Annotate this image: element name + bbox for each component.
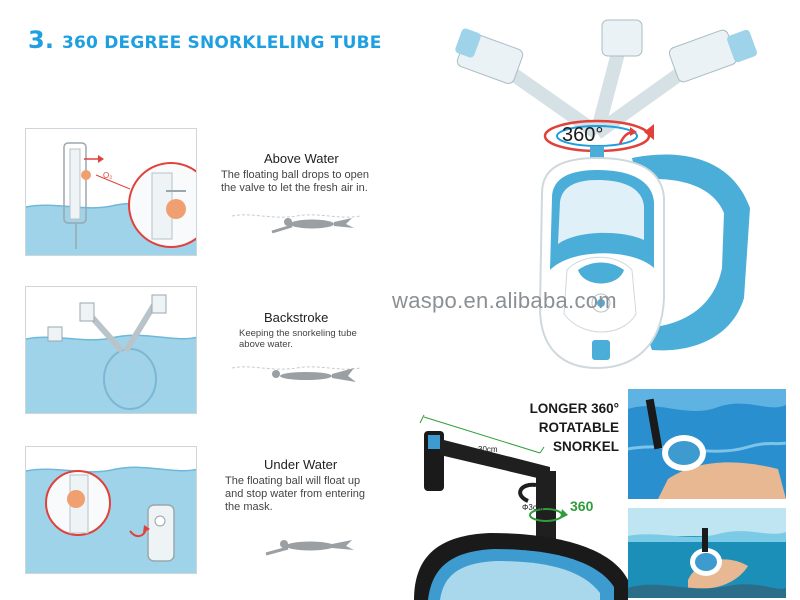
snorkel-feature-label: LONGER 360° ROTATABLE SNORKEL — [519, 399, 619, 456]
page-title: 3. 360 DEGREE SNORKLELING TUBE — [28, 26, 382, 54]
mode-under-water-title: Under Water — [264, 457, 338, 472]
mode-backstroke-desc-line2: above water. — [239, 339, 293, 350]
title-text: 360 DEGREE SNORKLELING TUBE — [62, 33, 382, 53]
underwater-snorkeler-photo — [628, 508, 786, 598]
watermark: waspo.en.alibaba.com — [392, 288, 617, 313]
mode-under-water-desc-line2: and stop water from entering — [225, 488, 366, 500]
mode-backstroke-title: Backstroke — [264, 310, 329, 325]
mode-backstroke-desc-line1: Keeping the snorkeling tube — [239, 328, 357, 339]
swimmer-icon — [232, 214, 360, 234]
snorkel-label-line3: SNORKEL — [552, 439, 619, 454]
mode-above-water-desc-line1: The floating ball drops to open — [221, 169, 369, 181]
underwater-swimmer-icon — [265, 540, 354, 556]
rotate-arrow-icon — [618, 127, 637, 145]
pool-swimmer-photo — [628, 389, 786, 499]
under-water-diagram — [25, 446, 197, 574]
length-dimension-label: 30cm — [478, 445, 498, 454]
backstroke-swimmer-icon — [232, 366, 360, 382]
snorkel-label-line2: ROTATABLE — [538, 420, 619, 435]
diameter-dimension-label: Φ3cm — [522, 503, 544, 512]
snorkel-detail-image — [414, 414, 628, 600]
title-number: 3. — [28, 26, 55, 54]
rotation-360-label: 360 — [570, 498, 594, 514]
mode-above-water-title: Above Water — [264, 151, 339, 166]
full-face-mask-image — [455, 19, 757, 370]
mode-above-water-desc-line2: the valve to let the fresh air in. — [221, 182, 368, 194]
oxygen-label: O₂ — [103, 171, 113, 180]
rotation-badge: 360° — [562, 124, 604, 146]
above-water-diagram: O₂ — [25, 128, 197, 256]
mode-under-water-desc-line3: the mask. — [225, 501, 273, 513]
mode-under-water-desc-line1: The floating ball will float up — [225, 475, 361, 487]
backstroke-diagram — [25, 286, 197, 414]
snorkel-label-line1: LONGER 360° — [529, 401, 619, 416]
